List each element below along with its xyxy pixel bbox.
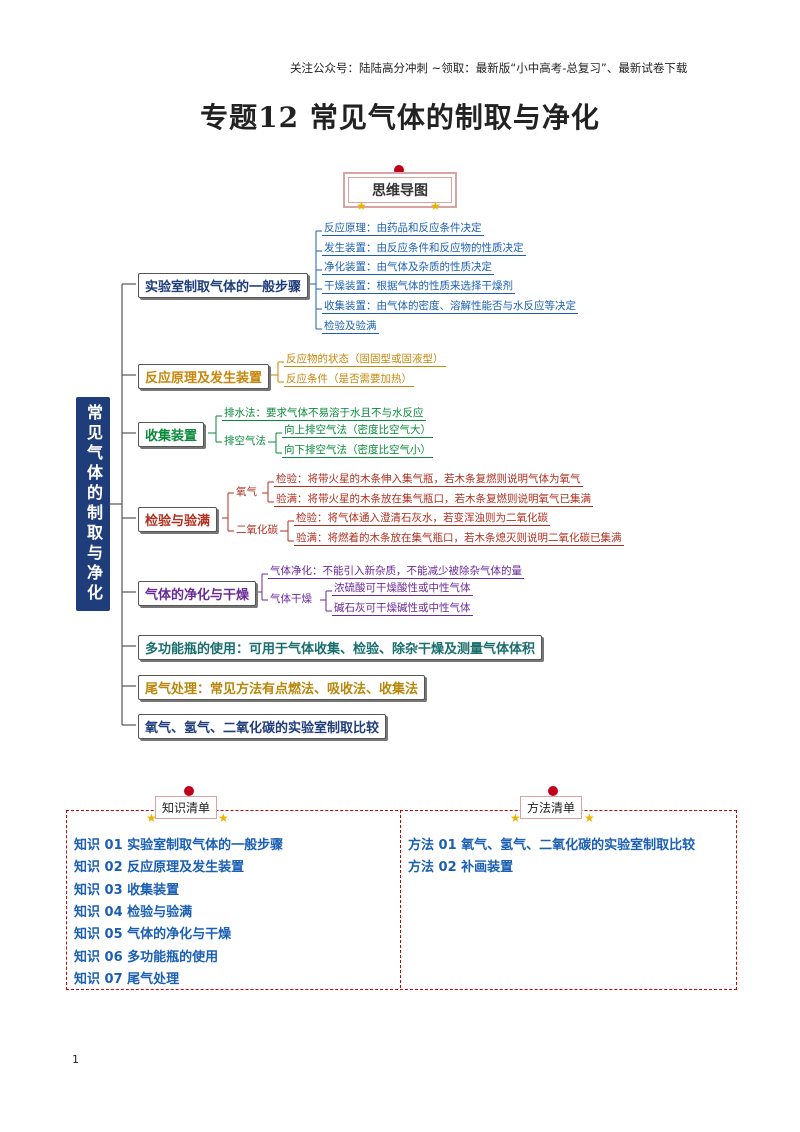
panel-divider — [400, 810, 401, 988]
branch-multifunction-bottle: 多功能瓶的使用：可用于气体收集、检验、除杂干燥及测量气体体积 — [138, 635, 543, 660]
leaf-item: 排水法：要求气体不易溶于水且不与水反应 — [222, 407, 426, 421]
knowledge-tag: 知识清单 — [155, 796, 218, 819]
leaf-item: 向下排空气法（密度比空气小） — [282, 444, 433, 458]
knowledge-item[interactable]: 知识 06 多功能瓶的使用 — [74, 950, 219, 965]
methods-tag: 方法清单 — [520, 796, 583, 819]
leaf-item: 浓硫酸可干燥酸性或中性气体 — [332, 582, 473, 596]
leaf-item: 验满：将燃着的木条放在集气瓶口，若木条熄灭则说明二氧化碳已集满 — [294, 532, 624, 546]
leaf-item: 检验及验满 — [322, 320, 379, 334]
root-node: 常见气体的制取与净化 — [76, 397, 110, 611]
page-title: 专题12 常见气体的制取与净化 — [200, 101, 600, 134]
leaf-item: 收集装置：由气体的密度、溶解性能否与水反应等决定 — [322, 300, 578, 314]
star-icon: ★ — [584, 811, 595, 825]
leaf-item: 干燥装置：根据气体的性质来选择干燥剂 — [322, 280, 515, 294]
knowledge-item[interactable]: 知识 07 尾气处理 — [74, 972, 180, 987]
knowledge-item[interactable]: 知识 01 实验室制取气体的一般步骤 — [74, 838, 284, 853]
leaf-item: 检验：将气体通入澄清石灰水，若变浑浊则为二氧化碳 — [294, 512, 550, 526]
leaf-item: 发生装置：由反应条件和反应物的性质决定 — [322, 242, 526, 256]
branch-tail-gas: 尾气处理：常见方法有点燃法、吸收法、收集法 — [138, 675, 426, 700]
star-icon: ★ — [510, 811, 521, 825]
leaf-item: 二氧化碳 — [236, 524, 278, 536]
branch-comparison: 氧气、氢气、二氧化碳的实验室制取比较 — [138, 714, 387, 739]
header-note: 关注公众号：陆陆高分冲刺 ~领取：最新版“小中高考-总复习”、最新试卷下载 — [290, 61, 688, 75]
leaf-item: 验满：将带火星的木条放在集气瓶口，若木条复燃则说明氧气已集满 — [274, 493, 593, 507]
pin-icon — [184, 786, 194, 796]
checklist-panel — [66, 810, 737, 990]
star-icon: ★ — [356, 199, 367, 213]
leaf-item: 净化装置：由气体及杂质的性质决定 — [322, 261, 494, 275]
leaf-item: 排空气法 — [224, 435, 266, 447]
knowledge-item[interactable]: 知识 04 检验与验满 — [74, 905, 193, 920]
pin-icon — [548, 786, 558, 796]
mindmap-badge-label: 思维导图 — [348, 177, 452, 203]
leaf-item: 氧气 — [236, 486, 257, 498]
leaf-item: 反应原理：由药品和反应条件决定 — [322, 222, 484, 236]
knowledge-item[interactable]: 知识 05 气体的净化与干燥 — [74, 927, 232, 942]
star-icon: ★ — [218, 811, 229, 825]
leaf-item: 气体干燥 — [270, 593, 312, 605]
star-icon: ★ — [430, 199, 441, 213]
leaf-item: 反应条件（是否需要加热） — [284, 373, 414, 387]
leaf-item: 气体净化：不能引入新杂质，不能减少被除杂气体的量 — [268, 565, 524, 579]
knowledge-item[interactable]: 知识 03 收集装置 — [74, 883, 180, 898]
branch-testing: 检验与验满 — [138, 507, 218, 532]
method-item[interactable]: 方法 02 补画装置 — [408, 860, 514, 875]
star-icon: ★ — [146, 811, 157, 825]
page-number: 1 — [72, 1053, 79, 1066]
leaf-item: 向上排空气法（密度比空气大） — [282, 424, 433, 438]
knowledge-item[interactable]: 知识 02 反应原理及发生装置 — [74, 860, 245, 875]
branch-purify-dry: 气体的净化与干燥 — [138, 581, 257, 606]
leaf-item: 检验：将带火星的木条伸入集气瓶，若木条复燃则说明气体为氧气 — [274, 473, 583, 487]
method-item[interactable]: 方法 01 氧气、氢气、二氧化碳的实验室制取比较 — [408, 838, 696, 853]
mindmap-badge: 思维导图 — [343, 172, 457, 208]
branch-collection: 收集装置 — [138, 422, 205, 447]
branch-reaction-apparatus: 反应原理及发生装置 — [138, 364, 270, 389]
leaf-item: 反应物的状态（固固型或固液型） — [284, 353, 446, 367]
branch-general-steps: 实验室制取气体的一般步骤 — [138, 273, 309, 298]
pin-icon — [394, 165, 404, 175]
leaf-item: 碱石灰可干燥碱性或中性气体 — [332, 602, 473, 616]
